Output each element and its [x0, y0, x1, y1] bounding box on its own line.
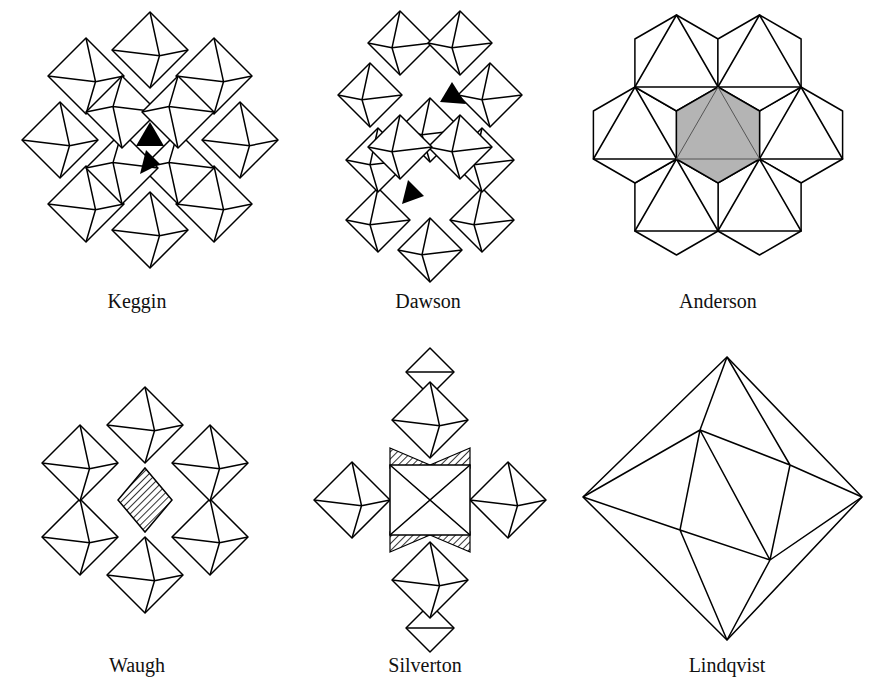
tetrahedron	[440, 82, 466, 104]
octahedron	[368, 115, 432, 179]
dawson-structure	[338, 11, 522, 282]
octahedron	[314, 462, 390, 538]
structure-name: Waugh	[109, 654, 165, 677]
silverton-structure	[314, 348, 546, 652]
central-polyhedron-edges	[390, 465, 470, 535]
octahedron	[346, 188, 410, 252]
octahedron	[392, 382, 468, 458]
octahedron	[470, 462, 546, 538]
octahedron	[450, 188, 514, 252]
octahedron	[107, 387, 183, 463]
structure-name: Silverton	[388, 654, 461, 677]
structure-name: Anderson	[679, 290, 757, 313]
octahedron	[458, 63, 522, 127]
tetrahedron	[136, 122, 164, 146]
octahedron-outline	[583, 357, 862, 640]
octahedron	[338, 63, 402, 127]
octahedron	[398, 218, 462, 282]
octahedron	[172, 425, 248, 501]
tetrahedron	[140, 150, 160, 174]
octahedron	[428, 115, 492, 179]
octahedron	[42, 499, 118, 575]
octahedron	[107, 537, 183, 613]
octahedron	[172, 499, 248, 575]
central-octahedron-edge	[676, 87, 759, 159]
octahedron	[428, 11, 492, 75]
octahedron	[368, 11, 432, 75]
structure-name: Lindqvist	[689, 654, 766, 677]
tetrahedron	[402, 180, 424, 204]
lindqvist-structure	[583, 357, 862, 640]
central-octahedron	[676, 87, 759, 183]
octahedron	[42, 425, 118, 501]
structure-name: Dawson	[395, 290, 461, 313]
central-polyhedron	[390, 465, 470, 535]
octahedron-edges	[583, 357, 862, 640]
waugh-structure	[42, 387, 248, 613]
octahedron	[392, 542, 468, 618]
anderson-structure	[593, 15, 842, 255]
keggin-structure	[22, 12, 278, 268]
central-octahedron	[118, 468, 172, 532]
structure-name: Keggin	[108, 290, 167, 313]
